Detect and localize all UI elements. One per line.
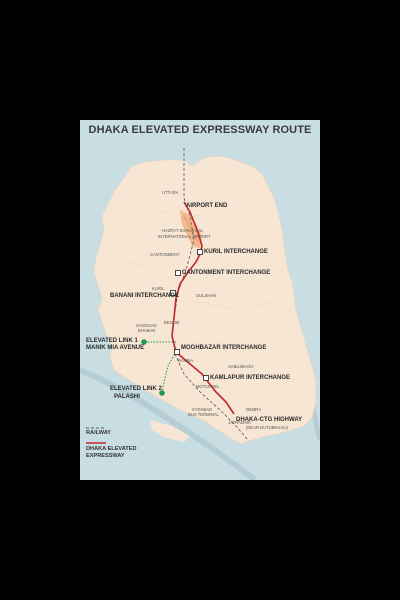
map-canvas xyxy=(80,120,320,480)
elevated-link-2-route xyxy=(161,351,177,395)
place-gulshan: GULSHAN xyxy=(196,293,217,298)
label-kuril-interchange: KURIL INTERCHANGE xyxy=(204,249,268,255)
label-link-2-line2: PALASHI xyxy=(114,394,140,400)
label-kamlapur-interchange: KAMLAPUR INTERCHANGE xyxy=(210,375,290,381)
legend-railway-label: RAILWAY xyxy=(86,430,111,436)
place-jatrabari: JATRABARI xyxy=(228,420,251,425)
label-link-1-line1: ELEVATED LINK 1 xyxy=(86,338,138,344)
place-airport-line1: HAZRAT SHAHJALAL xyxy=(162,228,204,233)
map-title: DHAKA ELEVATED EXPRESSWAY ROUTE xyxy=(88,124,312,136)
kuril-marker xyxy=(197,249,203,255)
place-sydabad-line2: BUS TERMINAL xyxy=(188,412,219,417)
cantonment-marker xyxy=(175,270,181,276)
label-link-1-line2: MANIK MIA AVENUE xyxy=(86,345,145,351)
place-kuril: KURIL xyxy=(152,286,165,291)
place-demra: DEMRA xyxy=(246,407,262,412)
airport-runway xyxy=(183,215,199,243)
map-frame: DHAKA ELEVATED EXPRESSWAY ROUTE AIRPORT … xyxy=(80,120,320,480)
banani-marker xyxy=(170,290,176,296)
legend-expressway-label-line1: DHAKA ELEVATED xyxy=(86,446,137,452)
legend-expressway-label-line2: EXPRESSWAY xyxy=(86,453,125,459)
place-begum: BEGUM xyxy=(164,320,180,325)
river-channel xyxy=(80,367,257,480)
place-sangsad-line1: SANGSAD xyxy=(136,323,157,328)
label-dhaka-ctg-note: (NEAR KUTUBKHALI) xyxy=(246,425,288,430)
place-sydabad-line1: SYDABAD xyxy=(192,407,213,412)
kamlapur-marker xyxy=(203,375,209,381)
moghbazar-marker xyxy=(174,349,180,355)
land-area xyxy=(93,155,317,445)
link-2-marker xyxy=(159,390,165,396)
label-cantonment-interchange: CANTONMENT INTERCHANGE xyxy=(182,270,271,276)
district-boundaries xyxy=(119,199,281,351)
label-moghbazar-interchange: MOGHBAZAR INTERCHANGE xyxy=(181,345,267,351)
island xyxy=(150,420,190,442)
place-motijheel: MOTIJHEEL xyxy=(196,384,220,389)
place-uttara: UTTARA xyxy=(162,190,179,195)
label-airport-end: AIRPORT END xyxy=(186,203,228,209)
expressway-route xyxy=(171,201,235,415)
place-sabujbagh: SABUJBAGH xyxy=(228,364,254,369)
link-1-marker xyxy=(141,339,147,345)
label-link-2-line1: ELEVATED LINK 2 xyxy=(110,386,162,392)
place-sangsad-line2: BHABAN xyxy=(138,328,156,333)
place-cantonment: CANTONMENT xyxy=(150,252,180,257)
label-dhaka-ctg-highway: DHAKA-CTG HIGHWAY xyxy=(236,417,303,423)
place-airport-line2: INTERNATIONAL AIRPORT xyxy=(158,234,211,239)
place-ramna: RAMNA xyxy=(178,358,194,363)
label-banani-interchange: BANANI INTERCHANGE xyxy=(110,293,179,299)
